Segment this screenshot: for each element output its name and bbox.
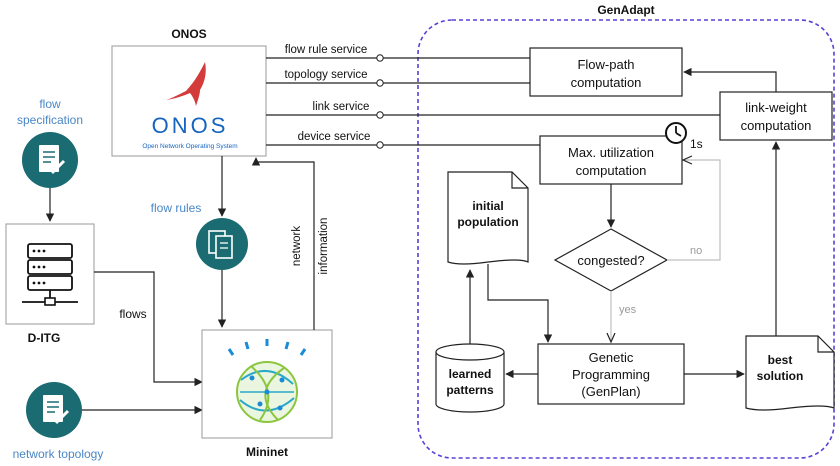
flow-specification-label-1: flow [39,97,61,111]
network-information-label-1: network [291,226,303,267]
no-label: no [690,245,702,257]
genetic-label-2: Programming [572,367,650,382]
network-topology-icon [26,382,82,438]
genetic-label-1: Genetic [589,350,634,365]
congested-label: congested? [577,253,644,268]
mininet-label: Mininet [246,445,288,459]
onos-bird-logo [166,62,206,106]
best-solution-document [745,335,835,411]
server-icon [22,243,78,306]
learned-patterns-label-1: learned [449,367,492,381]
mininet-logo [227,339,307,423]
flow-rule-service-label: flow rule service [285,44,367,56]
flow-path-box [529,47,683,97]
max-utilization-label-1: Max. utilization [568,145,654,160]
link-weight-label-2: computation [741,118,812,133]
onos-logo-subtitle: Open Network Operating System [142,143,237,150]
initial-population-label-1: initial [472,199,503,213]
service-lines [266,54,384,149]
learned-patterns-database [435,343,505,413]
flows-label: flows [119,307,146,321]
flow-path-label-1: Flow-path [577,57,634,72]
yes-label: yes [619,304,637,316]
onos-box [111,45,267,157]
flow-rules-icon [196,218,248,270]
best-solution-label-1: best [768,353,793,367]
device-service-label: device service [298,131,371,143]
clock-icon [665,122,687,144]
link-weight-label-1: link-weight [745,100,807,115]
flow-rules-label: flow rules [151,201,202,215]
network-information-label-2: information [318,218,330,275]
onos-title: ONOS [171,27,206,41]
initial-population-label-2: population [457,215,518,229]
ditg-label: D-ITG [28,331,61,345]
topology-service-label: topology service [284,69,367,81]
network-topology-label: network topology [13,447,104,461]
genetic-label-3: (GenPlan) [581,384,640,399]
genadapt-title: GenAdapt [597,3,654,17]
flow-path-label-2: computation [571,75,642,90]
flow-specification-icon [22,132,78,188]
link-service-label: link service [313,101,370,113]
learned-patterns-label-2: patterns [446,383,494,397]
genadapt-container [417,19,835,459]
onos-logo-text: ONOS [152,113,229,138]
initial-population-document [447,171,529,265]
timer-label: 1s [690,137,703,151]
max-utilization-label-2: computation [576,163,647,178]
best-solution-label-2: solution [757,369,804,383]
flow-specification-label-2: specification [17,113,83,127]
